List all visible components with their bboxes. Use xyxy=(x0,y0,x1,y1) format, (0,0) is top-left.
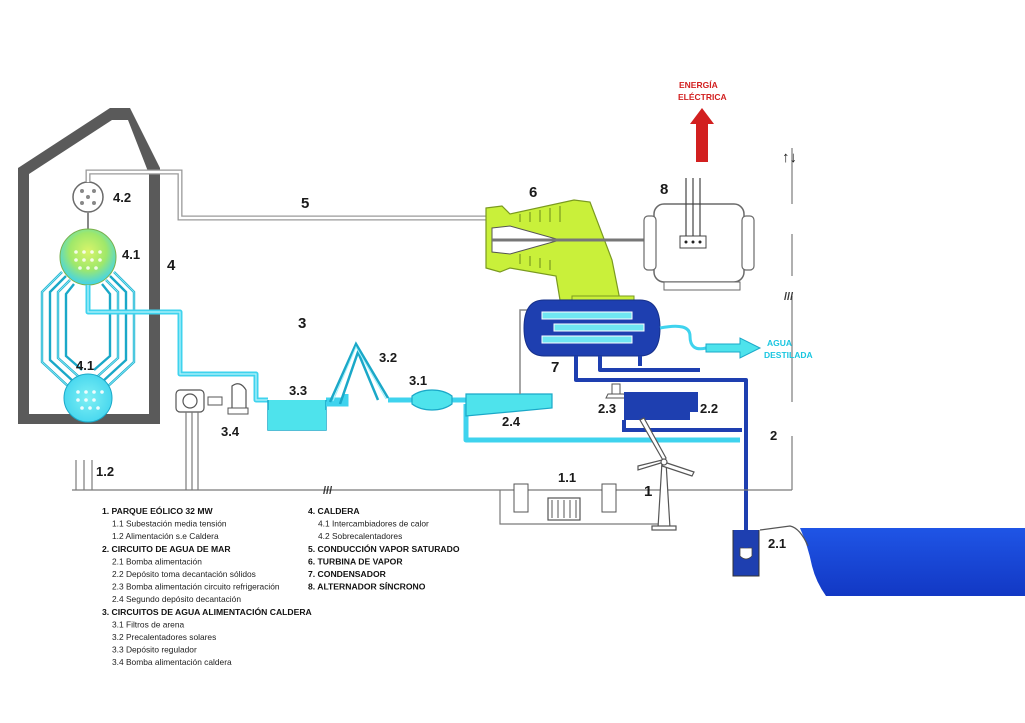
legend-item: 2.2 Depósito toma decantación sólidos xyxy=(112,569,256,579)
label-3-1: 3.1 xyxy=(409,373,427,388)
agua-label-line2: DESTILADA xyxy=(764,350,813,360)
electrical-lines xyxy=(72,148,793,491)
label-2-3: 2.3 xyxy=(598,401,616,416)
condenser xyxy=(523,299,661,357)
sea xyxy=(732,525,1025,596)
heat-exchanger-drum-bottom xyxy=(63,373,113,423)
legend-item: 2.1 Bomba alimentación xyxy=(112,556,202,566)
legend-item: 3. CIRCUITOS DE AGUA ALIMENTACIÓN CALDER… xyxy=(102,606,312,617)
legend-item: 4.2 Sobrecalentadores xyxy=(318,531,402,541)
sand-filter xyxy=(411,389,453,411)
label-3-3: 3.3 xyxy=(289,383,307,398)
legend-item: 2.4 Segundo depósito decantación xyxy=(112,594,241,604)
electric-energy-arrow xyxy=(690,108,714,162)
label-2-1: 2.1 xyxy=(768,536,786,551)
label-1-1: 1.1 xyxy=(558,470,576,485)
label-4-1-bottom: 4.1 xyxy=(76,358,94,373)
label-8: 8 xyxy=(660,181,668,198)
label-5: 5 xyxy=(301,195,309,212)
label-2: 2 xyxy=(770,428,777,443)
legend-item: 3.1 Filtros de arena xyxy=(112,619,184,629)
legend-item: 3.4 Bomba alimentación caldera xyxy=(112,657,232,667)
legend-item: 1.2 Alimentación s.e Caldera xyxy=(112,531,219,541)
boiler-feed-pump xyxy=(175,383,249,415)
sea-water-pump-sump xyxy=(733,530,759,576)
energia-label-line1: ENERGÍA xyxy=(679,80,718,90)
distilled-water-outlet xyxy=(659,324,762,359)
legend-item: 3.3 Depósito regulador xyxy=(112,645,197,655)
steam-turbine xyxy=(485,199,660,305)
label-4-2: 4.2 xyxy=(113,190,131,205)
label-7: 7 xyxy=(551,359,559,376)
legend-item: 5. CONDUCCIÓN VAPOR SATURADO xyxy=(308,543,460,554)
energia-label-line2: ELÉCTRICA xyxy=(678,92,727,102)
label-3-2: 3.2 xyxy=(379,350,397,365)
heat-exchanger-drum-top xyxy=(59,228,117,286)
label-1: 1 xyxy=(644,483,652,500)
legend-item: 7. CONDENSADOR xyxy=(308,569,387,579)
legend-item: 4. CALDERA xyxy=(308,506,360,516)
updown-arrows-icon: ↑↓ xyxy=(782,149,797,166)
agua-label-line1: AGUA xyxy=(767,338,792,348)
label-6: 6 xyxy=(529,184,537,201)
sea-water-pipe xyxy=(574,356,748,548)
legend-left: 1. PARQUE EÓLICO 32 MW 1.1 Subestación me… xyxy=(102,505,312,667)
label-1-2: 1.2 xyxy=(96,464,114,479)
alternator-icon xyxy=(643,178,755,291)
break-mark-vertical: /// xyxy=(784,291,793,303)
label-4: 4 xyxy=(167,257,176,274)
break-mark-line: /// xyxy=(323,485,332,497)
wind-turbine-icon xyxy=(637,417,695,531)
legend-right: 4. CALDERA 4.1 Intercambiadores de calor 4… xyxy=(308,506,460,592)
transformer-icon xyxy=(499,483,660,525)
legend-item: 8. ALTERNADOR SÍNCRONO xyxy=(308,582,426,592)
regulator-tank xyxy=(267,394,349,431)
decantation-tank-1 xyxy=(622,392,742,432)
cooling-pump xyxy=(605,383,627,399)
label-2-4: 2.4 xyxy=(502,414,521,429)
legend-item: 6. TURBINA DE VAPOR xyxy=(308,556,403,566)
legend-item: 3.2 Precalentadores solares xyxy=(112,632,216,642)
legend-item: 4.1 Intercambiadores de calor xyxy=(318,519,429,529)
legend-item: 1. PARQUE EÓLICO 32 MW xyxy=(102,505,214,516)
solar-preheater xyxy=(328,341,390,405)
label-3-4: 3.4 xyxy=(221,424,240,439)
label-3: 3 xyxy=(298,315,306,332)
legend-item: 2. CIRCUITO DE AGUA DE MAR xyxy=(102,544,231,554)
label-2-2: 2.2 xyxy=(700,401,718,416)
legend-item: 2.3 Bomba alimentación circuito refriger… xyxy=(112,582,280,592)
superheater xyxy=(72,181,104,213)
saturated-steam-pipe xyxy=(85,169,490,221)
label-4-1-top: 4.1 xyxy=(122,247,140,262)
legend-item: 1.1 Subestación media tensión xyxy=(112,519,227,529)
